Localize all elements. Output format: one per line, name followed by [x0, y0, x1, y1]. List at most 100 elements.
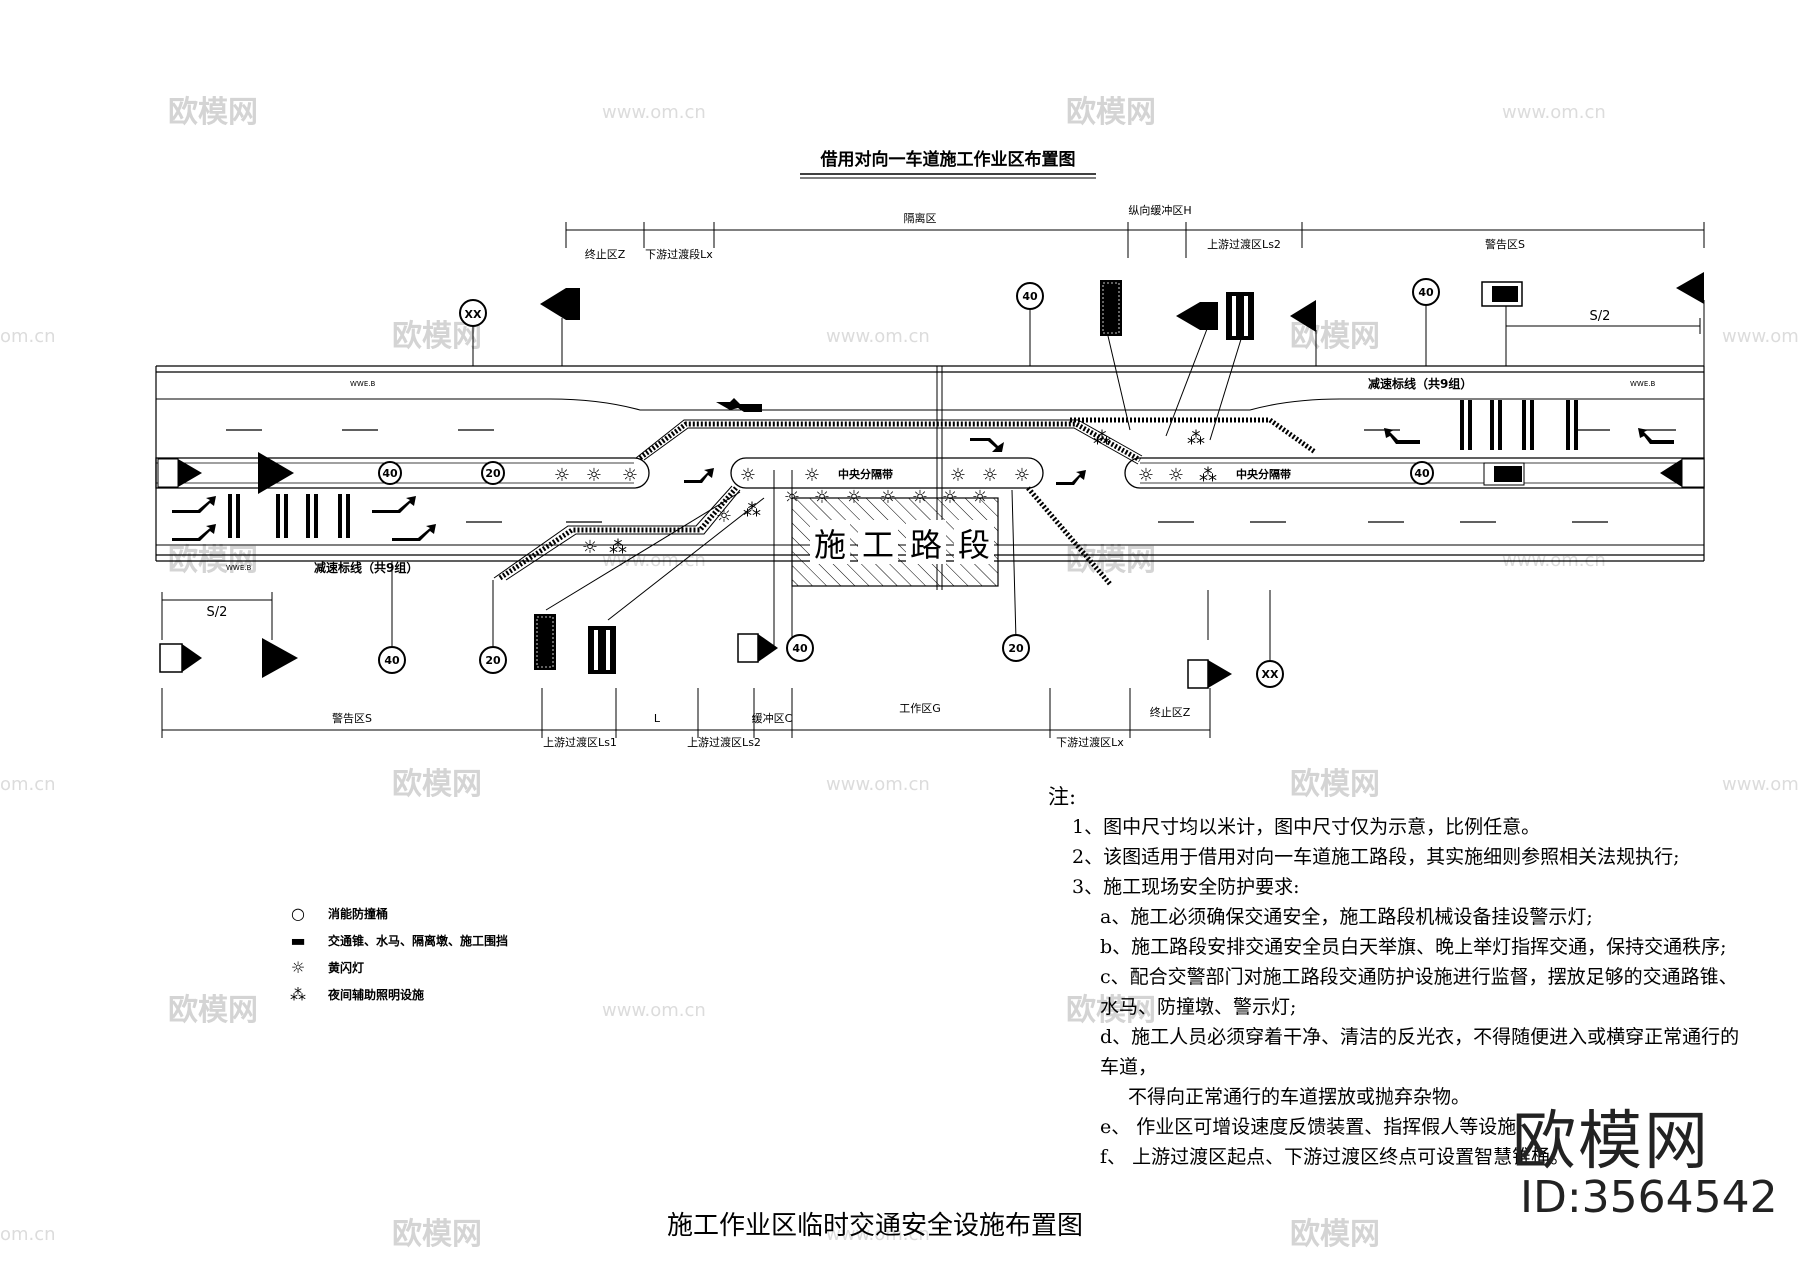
lamp-icon: ⁂ [1187, 428, 1205, 449]
legend-item: ○ 消能防撞桶 [282, 900, 508, 927]
sun-icon: ☼ [804, 465, 820, 486]
watermark: om.cn [0, 1224, 56, 1245]
speed-limit-sign [1412, 278, 1440, 306]
watermark: om.cn [0, 774, 56, 795]
lane-arrows [172, 398, 1674, 541]
note-item: 1、图中尺寸均以米计，图中尺寸仅为示意，比例任意。 [1072, 816, 1541, 838]
speed-limit-sign [1016, 282, 1044, 310]
barrier-sign [588, 626, 616, 674]
info-sign-fill [1492, 286, 1518, 302]
watermark: www.om.cn [1502, 102, 1606, 123]
sun-icon: ☼ [982, 465, 998, 486]
arrow-icon [716, 398, 762, 412]
lamp-icon: ⁂ [609, 537, 627, 558]
sun-icon: ☼ [622, 465, 638, 486]
watermark: 欧模网 [168, 993, 258, 1028]
speed-sign-text: 20 [485, 654, 501, 667]
zone-label-buffer-bottom: 缓冲区C [752, 711, 793, 725]
edge-mark: WWE.B [350, 380, 375, 388]
legend: ○ 消能防撞桶 ▬ 交通锥、水马、隔离墩、施工围挡 ☼ 黄闪灯 ⁂ 夜间辅助照明… [282, 900, 508, 1008]
watermark: om.cn [0, 326, 56, 347]
barrier-stripe [594, 630, 598, 670]
sun-icon: ☼ [716, 506, 732, 527]
triangle-sign [1290, 300, 1316, 332]
sun-icon: ☼ [554, 465, 570, 486]
half-spacing-bottom: S/2 [207, 605, 228, 620]
zone-label-warning-bottom: 警告区S [332, 711, 372, 725]
speed-sign-text: 40 [384, 654, 400, 667]
note-item: b、施工路段安排交通安全员白天举旗、晚上举灯指挥交通，保持交通秩序; [1100, 936, 1727, 958]
sun-icon: ☼ [1138, 465, 1154, 486]
barrier-sign [1226, 292, 1254, 340]
cone-taper-top [638, 417, 1317, 463]
note-item: f、 上游过渡区起点、下游过渡区终点可设置智慧锥桶。 [1100, 1146, 1570, 1168]
info-sign [737, 633, 759, 663]
work-section-char: 路 [910, 526, 942, 564]
watermark: www.om.cn [602, 102, 706, 123]
sun-icon: ☼ [1168, 465, 1184, 486]
cone-taper-bottom-outline [493, 485, 741, 581]
work-section-bg [954, 520, 994, 564]
lamp-icon: ⁂ [1199, 465, 1217, 486]
arrow-icon [1638, 428, 1674, 444]
barrier-stripe [1244, 296, 1248, 336]
brand-id-watermark: ID:3564542 [1520, 1172, 1778, 1223]
zone-label-length-bottom: L [654, 712, 661, 725]
watermark: 欧模网 [392, 1217, 482, 1252]
lamp-icon: ⁂ [743, 500, 761, 521]
lamp-icon: ⁂ [1093, 428, 1111, 449]
note-item: 不得向正常通行的车道摆放或抛弃杂物。 [1128, 1086, 1471, 1108]
arrow-board-sign [534, 614, 556, 670]
watermark: 欧模网 [1290, 1217, 1380, 1252]
zone-label-isolation-top: 隔离区 [904, 211, 937, 225]
work-section-char: 施 [814, 526, 846, 564]
speed-sign-text: 20 [485, 467, 501, 480]
watermark: www.om.cn [826, 1224, 930, 1245]
bottom-title: 施工作业区临时交通安全设施布置图 [666, 1211, 1083, 1241]
info-sign [159, 643, 183, 673]
arrow-board-dots [536, 616, 554, 668]
zone-label-upstream-top: 上游过渡区Ls2 [1207, 237, 1281, 251]
zone-label-end-bottom: 终止区Z [1150, 705, 1191, 719]
speed-sign-text: 40 [1414, 467, 1430, 480]
sun-icon: ☼ [912, 487, 928, 508]
arrow-icon [372, 496, 416, 513]
arrow-icon [1384, 428, 1420, 444]
arrow-icon [1056, 470, 1086, 485]
legend-item: ☼ 黄闪灯 [282, 954, 508, 981]
zone-label-downstream-bottom: 下游过渡区Lx [1056, 735, 1124, 749]
note-item: e、 作业区可增设速度反馈装置、指挥假人等设施; [1100, 1116, 1523, 1138]
sun-icon: ☼ [740, 465, 756, 486]
legend-label: 消能防撞桶 [328, 907, 389, 921]
zone-label-warning-top: 警告区S [1485, 237, 1525, 251]
zone-label-work-bottom: 工作区G [899, 702, 941, 715]
zone-label-upstream2-bottom: 上游过渡区Ls2 [687, 735, 761, 749]
bottom-sign-poles [391, 470, 1271, 660]
edge-mark: WWE.B [226, 564, 251, 572]
sun-icon: ☼ [880, 487, 896, 508]
sun-icon: ☼ [942, 487, 958, 508]
triangle-sign [182, 644, 202, 672]
work-section-char: 工 [862, 526, 894, 564]
zone-label-buffer-top: 纵向缓冲区H [1128, 203, 1191, 217]
barrier-stripe [1232, 296, 1236, 336]
triangle-sign [758, 634, 778, 662]
sun-icon: ☼ [950, 465, 966, 486]
speed-sign-text: 40 [1022, 290, 1038, 303]
triangle-sign [1208, 660, 1232, 688]
median-label-left: 中央分隔带 [838, 467, 893, 481]
watermark: 欧模网 [168, 95, 258, 130]
legend-item: ▬ 交通锥、水马、隔离墩、施工围挡 [282, 927, 508, 954]
watermark: www.om.cn [602, 1000, 706, 1021]
zone-label-downstream-top: 下游过渡段Lx [645, 247, 713, 261]
work-section-bg [810, 520, 850, 564]
median-right [1124, 457, 1705, 489]
legend-label: 黄闪灯 [328, 961, 365, 975]
top-signs [472, 300, 1705, 441]
watermark: www.om.cn [826, 774, 930, 795]
no-restriction-sign [459, 299, 487, 327]
watermark: www.om.cn [826, 326, 930, 347]
no-restriction-sign [1256, 660, 1284, 688]
note-item: 3、施工现场安全防护要求: [1072, 876, 1300, 898]
speed-sign-text: 40 [1418, 286, 1434, 299]
